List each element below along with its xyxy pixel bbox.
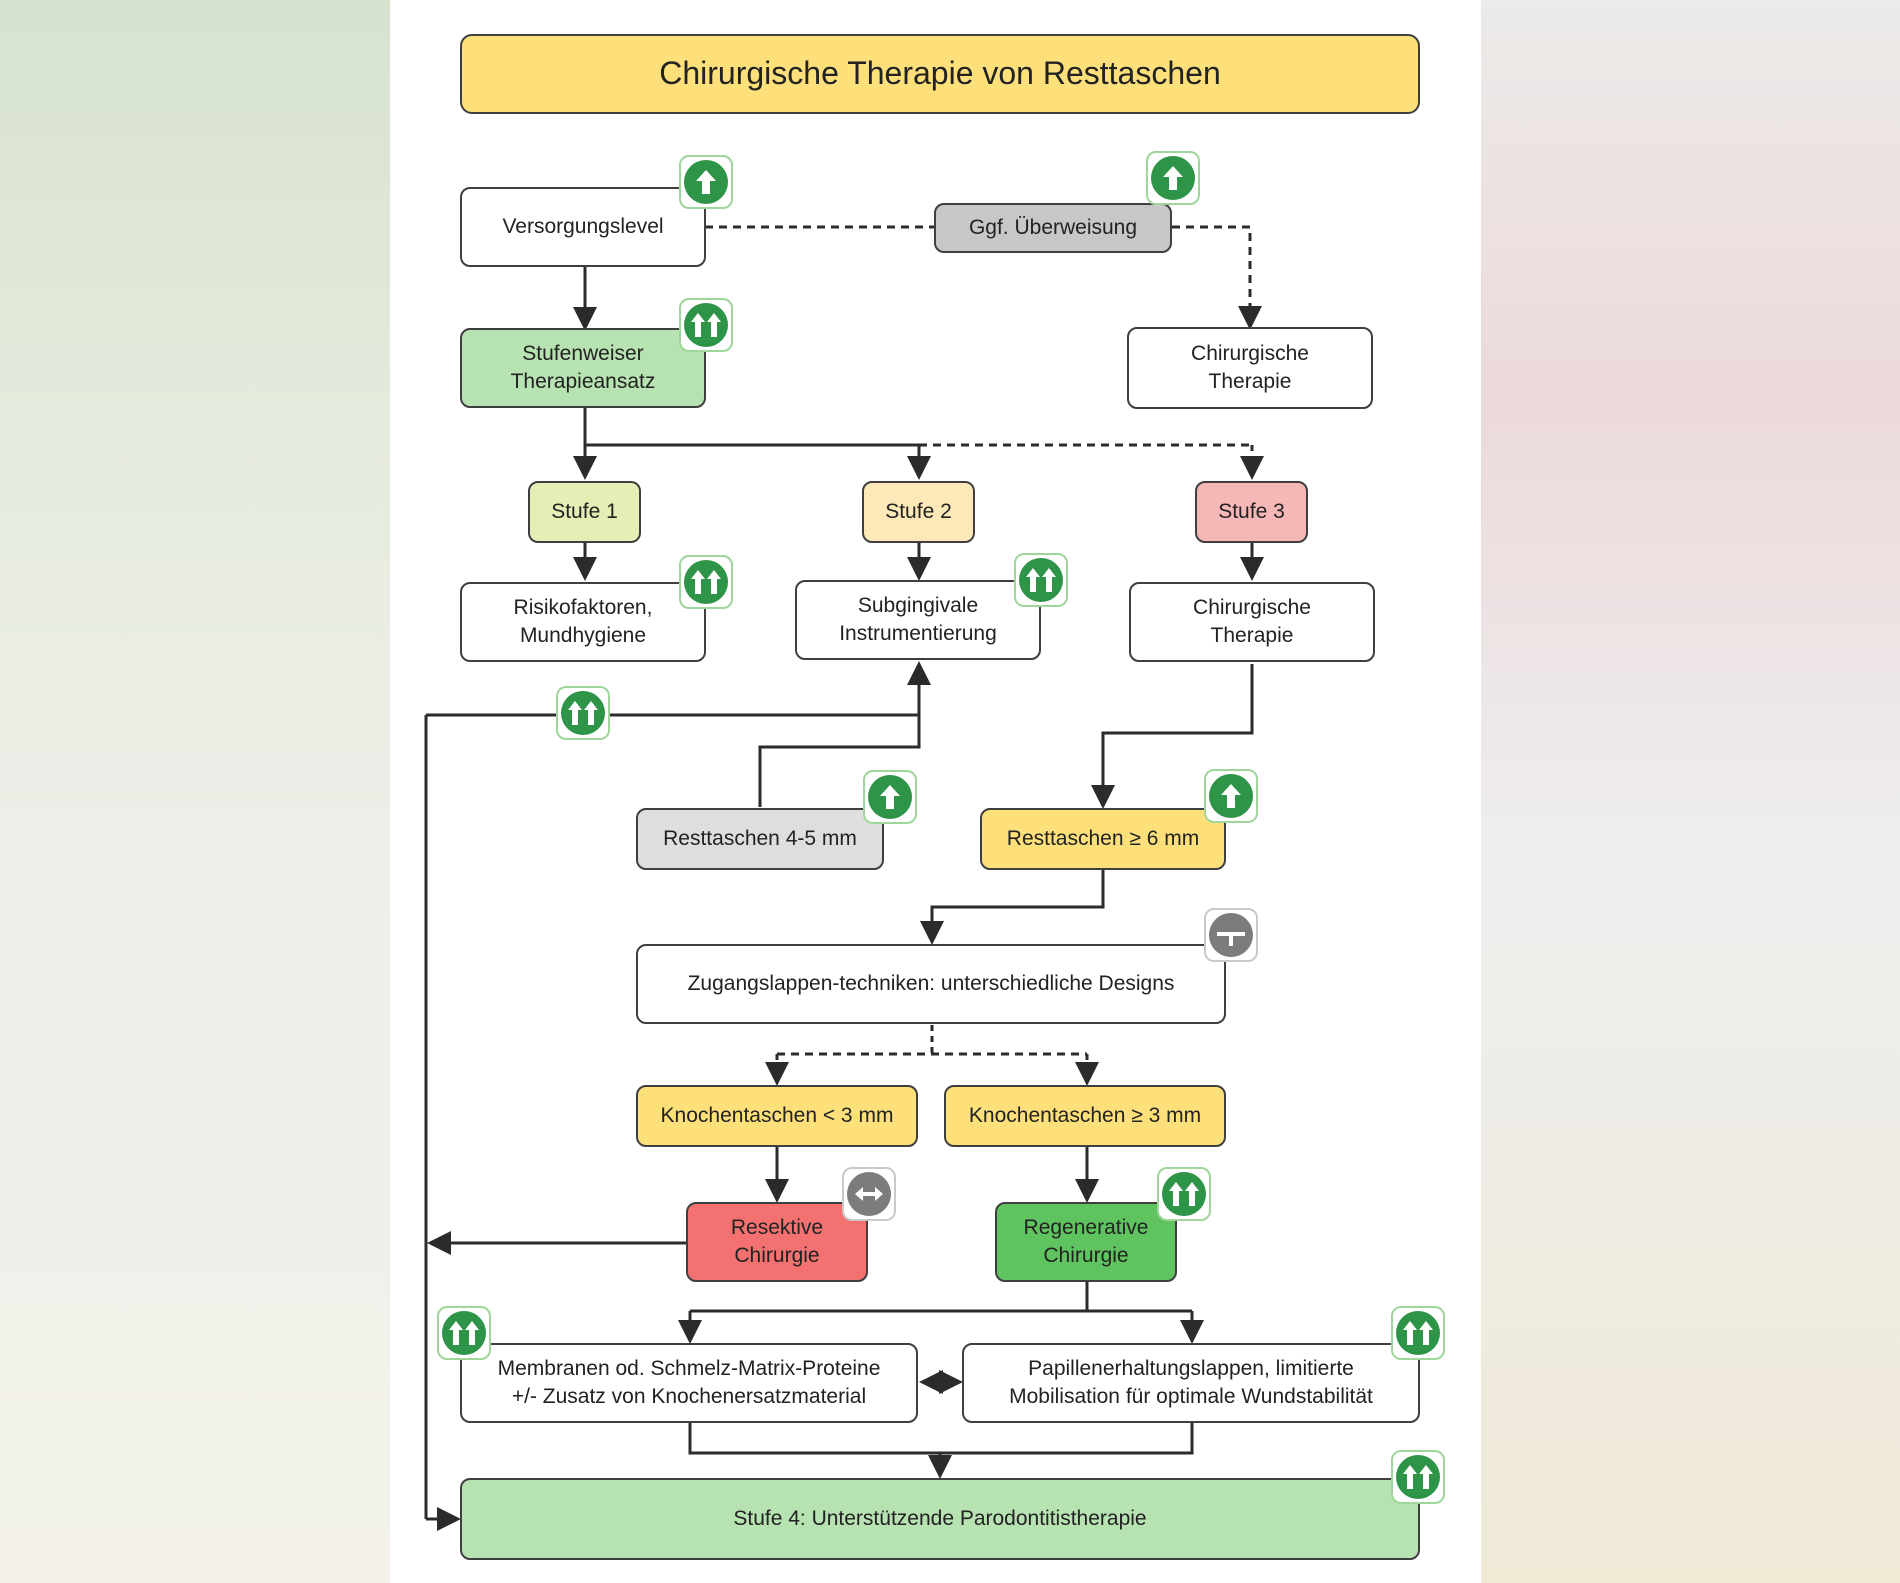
- node-stufe-1: Stufe 1: [528, 481, 641, 543]
- connector-rest45-subging: [758, 661, 931, 807]
- double-up-arrow-icon: [1391, 1450, 1445, 1504]
- connector-chir-rest6: [1091, 664, 1254, 809]
- node-chirurgische-therapie-mid: Chirurgische Therapie: [1129, 582, 1375, 662]
- node-knochentaschen-lt-3: Knochentaschen < 3 mm: [636, 1085, 918, 1147]
- diagram-title: Chirurgische Therapie von Resttaschen: [460, 34, 1420, 114]
- node-subgingivale-instrumentierung: Subgingivale Instrumentierung: [795, 580, 1041, 660]
- double-up-arrow-icon: [556, 686, 610, 740]
- blurred-background-left: [0, 0, 390, 1583]
- blurred-background-right: [1481, 0, 1900, 1583]
- double-up-arrow-icon: [679, 298, 733, 352]
- open-recommendation-icon: [1204, 908, 1258, 962]
- node-stufenweiser-therapieansatz: Stufenweiser Therapieansatz: [460, 328, 706, 408]
- double-up-arrow-icon: [437, 1306, 491, 1360]
- node-resektive-chirurgie: Resektive Chirurgie: [686, 1202, 868, 1282]
- node-papillenerhaltungslappen: Papillenerhaltungslappen, limitierte Mob…: [962, 1343, 1420, 1423]
- node-stufe-2: Stufe 2: [862, 481, 975, 543]
- double-up-arrow-icon: [1014, 553, 1068, 607]
- double-up-arrow-icon: [679, 555, 733, 609]
- node-stufe-3: Stufe 3: [1195, 481, 1308, 543]
- node-zugangslappen-techniken: Zugangslappen-techniken: unterschiedlich…: [636, 944, 1226, 1024]
- node-membranen: Membranen od. Schmelz-Matrix-Proteine +/…: [460, 1343, 918, 1423]
- node-chirurgische-therapie-top: Chirurgische Therapie: [1127, 327, 1373, 409]
- node-knochentaschen-ge-3: Knochentaschen ≥ 3 mm: [944, 1085, 1226, 1147]
- single-up-arrow-icon: [679, 155, 733, 209]
- node-versorgungslevel: Versorgungslevel: [460, 187, 706, 267]
- open-recommendation-icon: [842, 1167, 896, 1221]
- single-up-arrow-icon: [1204, 769, 1258, 823]
- node-resttaschen-6: Resttaschen ≥ 6 mm: [980, 808, 1226, 870]
- double-up-arrow-icon: [1391, 1306, 1445, 1360]
- double-up-arrow-icon: [1157, 1167, 1211, 1221]
- connector-rest6-zugang: [920, 870, 1105, 945]
- connector-ueberweisung-chirurgie: [1172, 225, 1262, 330]
- node-stufe-4: Stufe 4: Unterstützende Parodontitisther…: [460, 1478, 1420, 1560]
- single-up-arrow-icon: [863, 770, 917, 824]
- node-risikofaktoren: Risikofaktoren, Mundhygiene: [460, 582, 706, 662]
- node-resttaschen-4-5: Resttaschen 4-5 mm: [636, 808, 884, 870]
- connector-join-bottom: [688, 1423, 1194, 1455]
- node-ueberweisung: Ggf. Überweisung: [934, 203, 1172, 253]
- single-up-arrow-icon: [1146, 151, 1200, 205]
- node-regenerative-chirurgie: Regenerative Chirurgie: [995, 1202, 1177, 1282]
